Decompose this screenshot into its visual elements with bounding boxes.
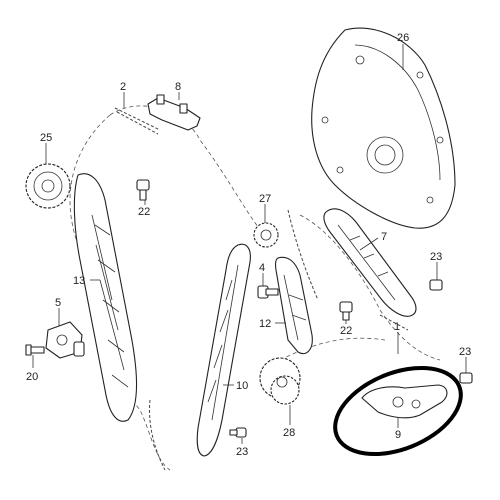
part-5-tensioner xyxy=(45,321,85,359)
part-13-tensioner-rail xyxy=(73,173,138,422)
callout-23c: 23 xyxy=(236,446,248,458)
part-4-bolt xyxy=(257,285,279,299)
part-25-sprocket xyxy=(25,163,71,209)
chain-path-right xyxy=(299,214,441,361)
part-12-guide-rail xyxy=(275,256,313,355)
part-27-sprocket xyxy=(253,222,279,248)
part-10-guide-rail xyxy=(196,243,251,457)
callout-12: 12 xyxy=(259,318,271,330)
leader-7 xyxy=(359,237,379,251)
callout-8: 8 xyxy=(175,81,181,93)
part-9-tensioner xyxy=(361,384,448,419)
part-22-bolt-lower xyxy=(339,301,353,321)
callout-13: 13 xyxy=(73,275,85,287)
callout-27: 27 xyxy=(259,193,271,205)
part-8-guide xyxy=(147,94,201,131)
chain-segment-right xyxy=(287,209,319,301)
callout-5: 5 xyxy=(55,297,61,309)
callout-2: 2 xyxy=(120,81,126,93)
part-7-guide-rail xyxy=(323,208,417,317)
highlight-ellipse xyxy=(333,365,463,457)
callout-26: 26 xyxy=(397,32,409,44)
callout-20: 20 xyxy=(26,371,38,383)
chain-path-lower xyxy=(279,337,386,361)
callout-23b: 23 xyxy=(459,346,471,358)
part-22-bolt-upper xyxy=(136,179,150,201)
callout-9: 9 xyxy=(395,429,401,441)
part-23-bolt-right xyxy=(429,279,443,291)
part-26-timing-cover xyxy=(311,27,456,229)
callout-22a: 22 xyxy=(138,206,150,218)
part-23-bolt-lower-right xyxy=(459,372,473,384)
part-2-chain xyxy=(114,107,161,135)
chain-path-upper xyxy=(109,105,266,236)
callout-25: 25 xyxy=(40,132,52,144)
callout-22b: 22 xyxy=(340,325,352,337)
callout-4: 4 xyxy=(259,262,265,274)
callout-10: 10 xyxy=(236,380,248,392)
callout-1: 1 xyxy=(394,321,400,333)
callout-23a: 23 xyxy=(430,251,442,263)
callout-28: 28 xyxy=(283,427,295,439)
chain-segment-lower-right xyxy=(379,314,409,331)
chain-segment-bottom xyxy=(149,399,166,471)
part-20-bolt xyxy=(25,344,45,356)
part-28-sprocket xyxy=(259,357,301,405)
part-23-bolt-bottom xyxy=(229,427,247,438)
callout-7: 7 xyxy=(381,231,387,243)
